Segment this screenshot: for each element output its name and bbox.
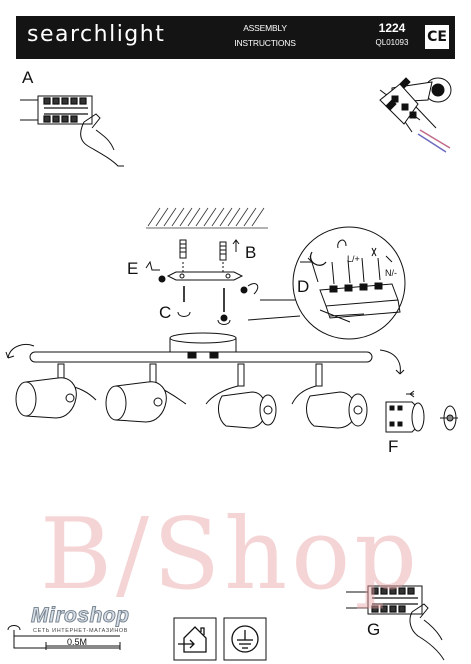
model-code-block: 1224 QL01093 bbox=[366, 21, 418, 50]
step-g-label: G bbox=[367, 620, 381, 639]
live-terminal-label: L/+ bbox=[347, 254, 360, 264]
model-number: 1224 bbox=[378, 21, 406, 35]
step-d-label: D bbox=[297, 277, 310, 296]
document-title: ASSEMBLY INSTRUCTIONS bbox=[230, 21, 300, 51]
step-b-label: B bbox=[245, 243, 257, 262]
step-c-label: C bbox=[159, 303, 172, 322]
step-e-label: E bbox=[127, 259, 139, 278]
header-bar: searchlight ASSEMBLY INSTRUCTIONS 1224 Q… bbox=[16, 16, 455, 59]
brand-logo: searchlight bbox=[27, 22, 166, 47]
title-line-2: INSTRUCTIONS bbox=[234, 38, 296, 48]
miroshop-tagline: СЕТЬ ИНТЕРНЕТ-МАГАЗИНОВ bbox=[33, 628, 129, 634]
miroshop-logo: Miroshop bbox=[31, 604, 130, 628]
ce-mark-icon: CE bbox=[425, 25, 449, 49]
step-a-label: A bbox=[22, 68, 34, 87]
bishop-watermark: B/Shop bbox=[40, 498, 422, 612]
cable-length-dimension: 0.5M bbox=[67, 637, 88, 647]
step-f-label: F bbox=[388, 437, 399, 456]
title-line-1: ASSEMBLY bbox=[243, 23, 287, 33]
house-icon bbox=[178, 626, 207, 653]
earth-ground-icon bbox=[231, 625, 259, 653]
model-code: QL01093 bbox=[375, 38, 409, 47]
neutral-terminal-label: N/- bbox=[385, 268, 397, 278]
